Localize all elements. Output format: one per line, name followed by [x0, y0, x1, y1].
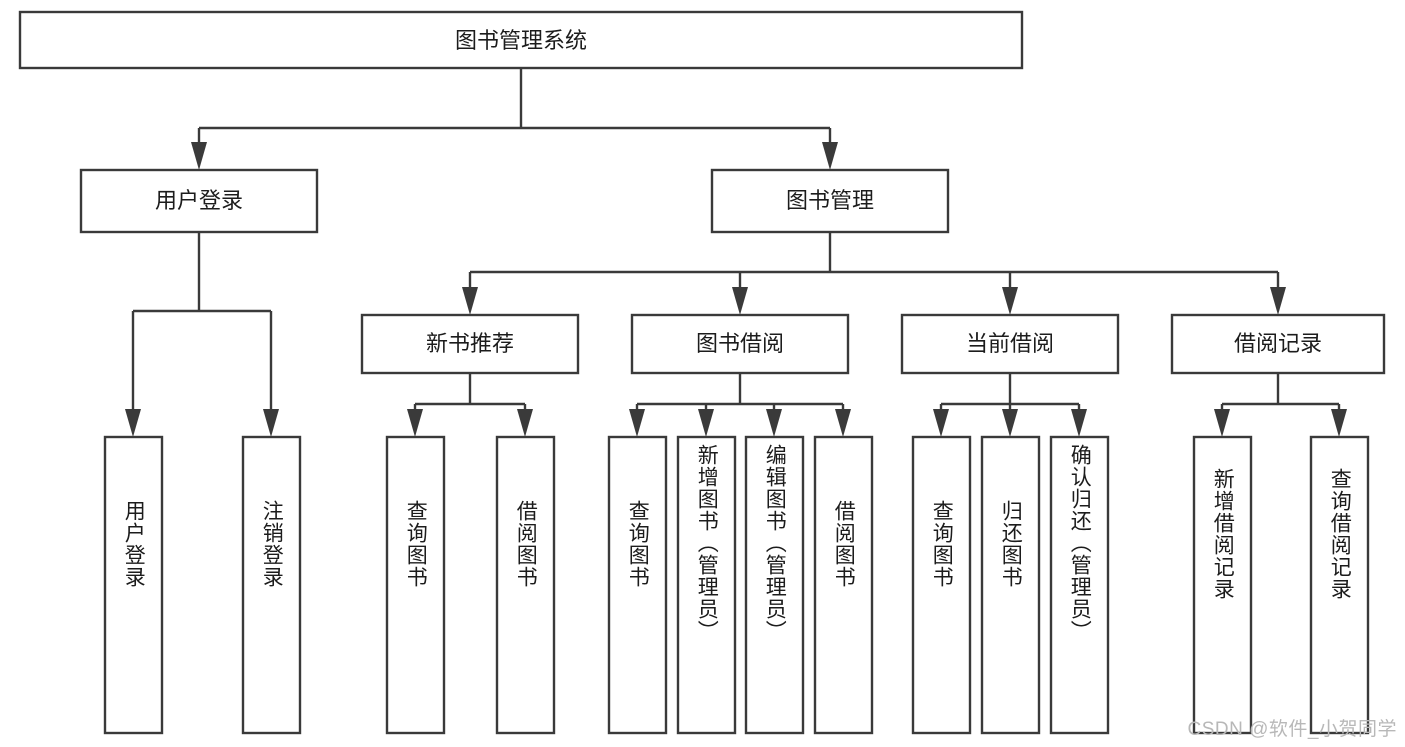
- connector-layer: [125, 68, 1347, 437]
- node-user-login-box[interactable]: [79, 168, 319, 234]
- arrowhead-leaf-add-book: [698, 409, 714, 437]
- node-user-login[interactable]: 用户登录: [79, 168, 319, 234]
- arrowhead-book-manage: [822, 142, 838, 170]
- arrowhead-leaf-query-book-2: [629, 409, 645, 437]
- node-leaf-add-record-box[interactable]: [1192, 435, 1253, 735]
- node-book-borrow[interactable]: 图书借阅: [630, 313, 850, 375]
- node-borrow-record[interactable]: 借阅记录: [1170, 313, 1386, 375]
- arrowhead-leaf-query-book-3: [933, 409, 949, 437]
- arrowhead-leaf-borrow-book-1: [517, 409, 533, 437]
- arrowhead-current-borrow: [1002, 287, 1018, 315]
- arrowhead-leaf-add-record: [1214, 409, 1230, 437]
- node-leaf-user-login-box[interactable]: [103, 435, 164, 735]
- arrowhead-leaf-query-record: [1331, 409, 1347, 437]
- node-new-book-recommend[interactable]: 新书推荐: [360, 313, 580, 375]
- arrowhead-leaf-borrow-book-2: [835, 409, 851, 437]
- node-new-book-recommend-box[interactable]: [360, 313, 580, 375]
- arrowhead-leaf-edit-book: [766, 409, 782, 437]
- node-current-borrow-box[interactable]: [900, 313, 1120, 375]
- watermark: CSDN @软件_小贺同学: [1187, 719, 1397, 740]
- node-leaf-query-book-3-box[interactable]: [911, 435, 972, 735]
- arrowhead-leaf-user-logout: [263, 409, 279, 437]
- node-book-borrow-box[interactable]: [630, 313, 850, 375]
- arrowhead-leaf-user-login: [125, 409, 141, 437]
- node-leaf-user-logout-box[interactable]: [241, 435, 302, 735]
- arrowhead-new-book-recommend: [462, 287, 478, 315]
- arrowhead-borrow-record: [1270, 287, 1286, 315]
- node-leaf-borrow-book-2-box[interactable]: [813, 435, 874, 735]
- node-leaf-borrow-book-1-box[interactable]: [495, 435, 556, 735]
- node-borrow-record-box[interactable]: [1170, 313, 1386, 375]
- node-book-manage-box[interactable]: [710, 168, 950, 234]
- node-root-label: 图书管理系统: [455, 28, 587, 53]
- node-leaf-query-book-1-box[interactable]: [385, 435, 446, 735]
- node-leaf-return-book-box[interactable]: [980, 435, 1041, 735]
- node-leaf-query-record-box[interactable]: [1309, 435, 1370, 735]
- node-book-manage-label: 图书管理: [786, 188, 874, 213]
- node-leaf-query-book-2-box[interactable]: [607, 435, 668, 735]
- arrowhead-leaf-confirm-return: [1071, 409, 1087, 437]
- node-leaf-edit-book-box[interactable]: [744, 435, 805, 735]
- arrowhead-book-borrow: [732, 287, 748, 315]
- arrowhead-leaf-query-book-1: [407, 409, 423, 437]
- node-user-login-label: 用户登录: [155, 188, 243, 213]
- node-book-manage[interactable]: 图书管理: [710, 168, 950, 234]
- arrowhead-leaf-return-book: [1002, 409, 1018, 437]
- node-new-book-recommend-label: 新书推荐: [426, 331, 514, 356]
- node-borrow-record-label: 借阅记录: [1234, 331, 1322, 356]
- arrowhead-user-login: [191, 142, 207, 170]
- leaf-box-layer: [103, 435, 1370, 735]
- node-leaf-add-book-box[interactable]: [676, 435, 737, 735]
- node-leaf-confirm-return-box[interactable]: [1049, 435, 1110, 735]
- node-current-borrow[interactable]: 当前借阅: [900, 313, 1120, 375]
- node-book-borrow-label: 图书借阅: [696, 331, 784, 356]
- node-current-borrow-label: 当前借阅: [966, 331, 1054, 356]
- node-root-box[interactable]: [18, 10, 1024, 70]
- node-root[interactable]: 图书管理系统: [18, 10, 1024, 70]
